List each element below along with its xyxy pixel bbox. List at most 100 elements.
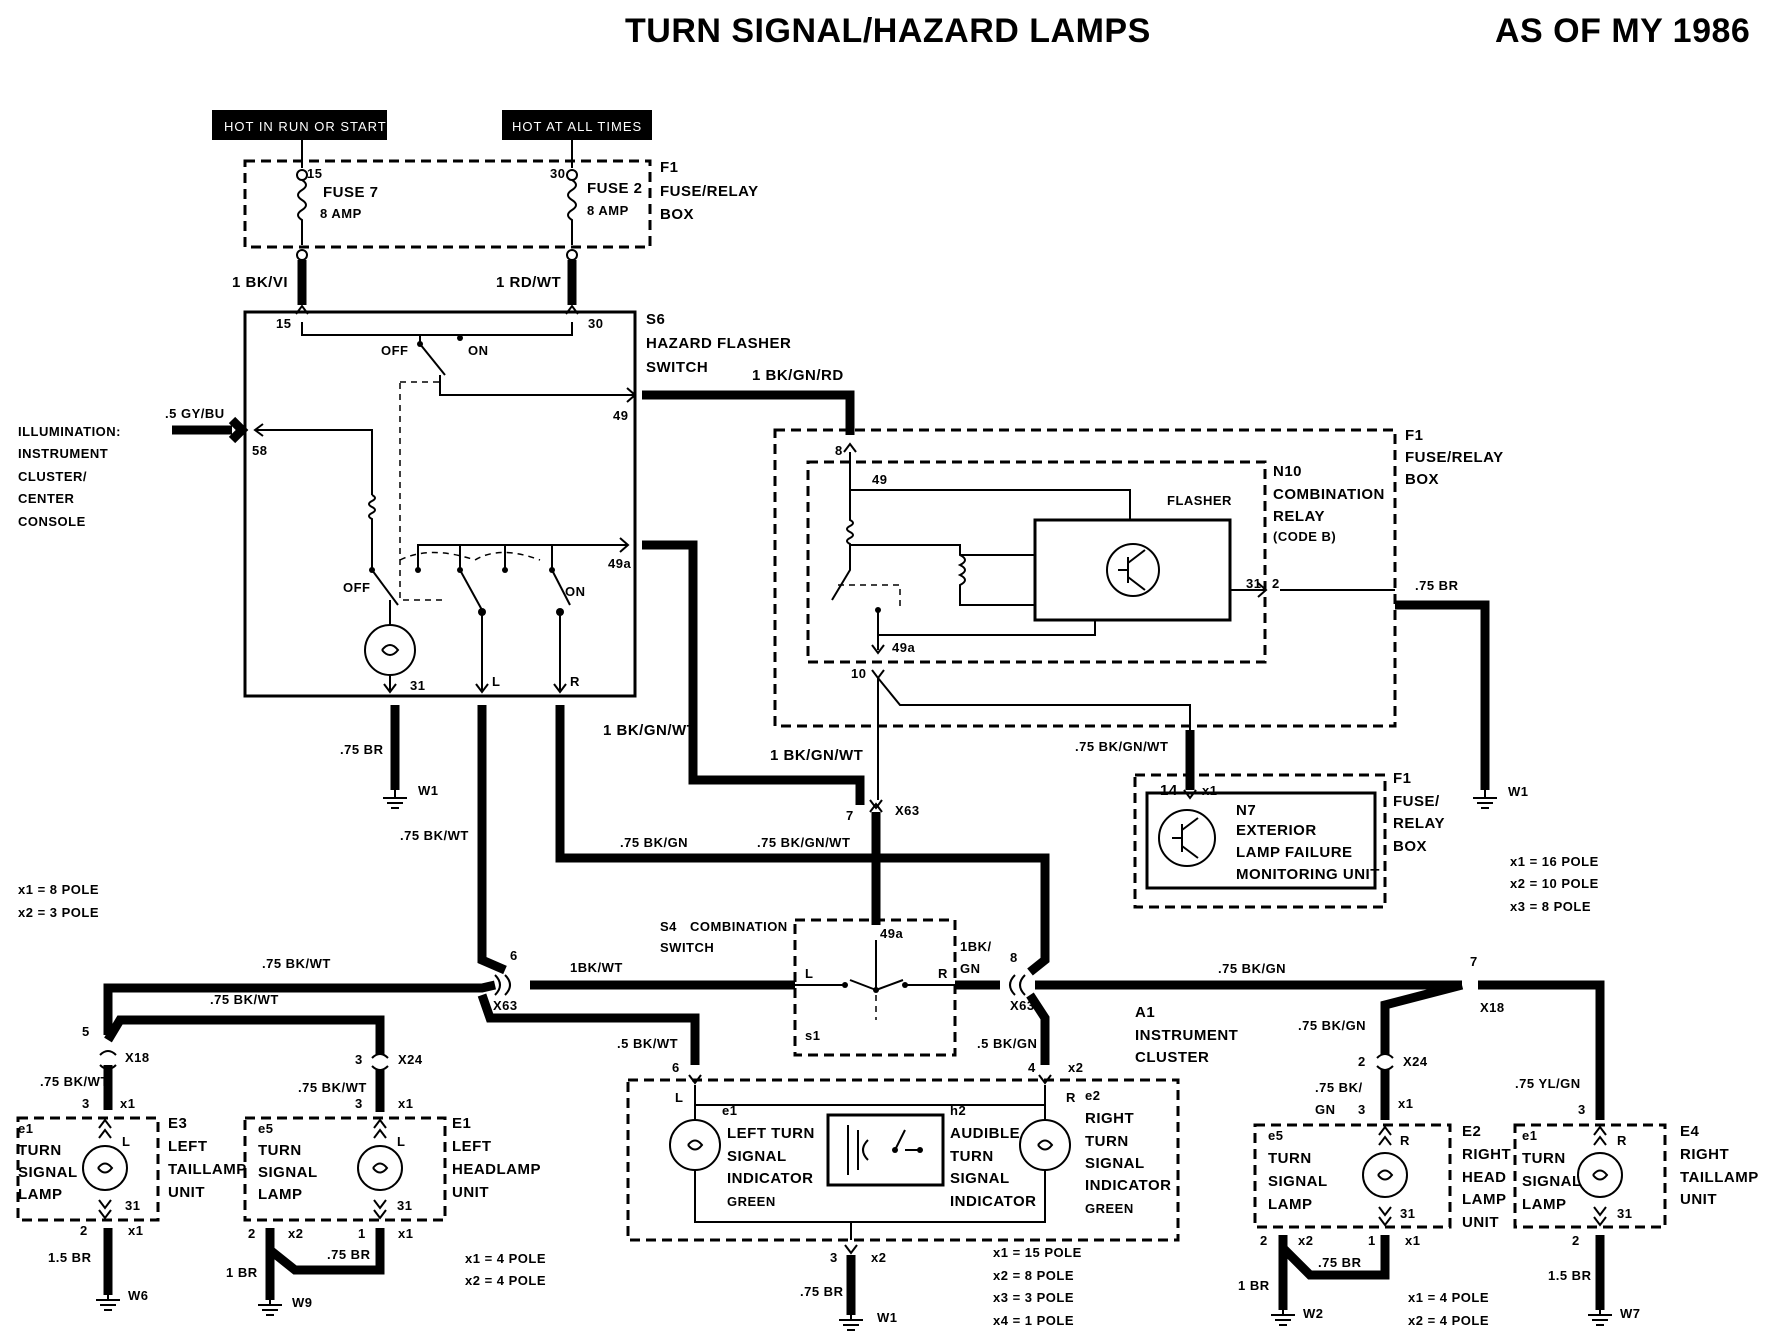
svg-text:UNIT: UNIT [1680,1191,1717,1208]
svg-text:e1: e1 [1522,1128,1537,1143]
ground-icon [258,1300,282,1316]
ground-icon [383,790,407,809]
svg-text:RELAY: RELAY [1273,508,1325,525]
ground-icon [839,1315,863,1331]
svg-text:W1: W1 [418,783,439,798]
svg-text:.75 BK/GN/WT: .75 BK/GN/WT [757,835,850,850]
svg-text:TAILLAMP: TAILLAMP [1680,1169,1759,1186]
f1-top-id: F1 [660,159,679,176]
svg-text:s1: s1 [805,1028,820,1043]
svg-text:R: R [1066,1090,1076,1105]
svg-text:8: 8 [1010,950,1018,965]
svg-text:.75 BR: .75 BR [800,1284,844,1299]
svg-text:2: 2 [1572,1233,1580,1248]
svg-text:SIGNAL: SIGNAL [18,1164,78,1181]
svg-text:e5: e5 [1268,1128,1283,1143]
svg-text:UNIT: UNIT [452,1184,489,1201]
svg-text:4: 4 [1028,1060,1036,1075]
svg-text:x2: x2 [1068,1060,1083,1075]
svg-text:31: 31 [1617,1206,1632,1221]
e4-id: E4 [1680,1123,1700,1140]
header-all-times [502,110,652,140]
svg-text:INDICATOR: INDICATOR [1085,1177,1171,1194]
svg-text:x1 = 4 POLE: x1 = 4 POLE [465,1251,546,1266]
svg-text:W1: W1 [1508,784,1529,799]
e4-right-taillamp-unit [1513,1123,1667,1229]
svg-text:SWITCH: SWITCH [660,940,714,955]
svg-text:8 AMP: 8 AMP [587,203,629,218]
svg-text:BOX: BOX [1393,838,1427,855]
svg-text:INSTRUMENT: INSTRUMENT [1135,1027,1238,1044]
svg-text:x1: x1 [398,1226,413,1241]
svg-text:7: 7 [846,808,854,823]
svg-text:.5 BK/WT: .5 BK/WT [617,1036,678,1051]
svg-text:BOX: BOX [660,206,694,223]
svg-text:LAMP: LAMP [1522,1196,1567,1213]
svg-text:TURN: TURN [1085,1133,1129,1150]
svg-text:TURN: TURN [1268,1150,1312,1167]
svg-text:SIGNAL: SIGNAL [1522,1173,1582,1190]
svg-text:7: 7 [1470,954,1478,969]
svg-text:X63: X63 [895,803,920,818]
svg-text:AUDIBLE: AUDIBLE [950,1125,1020,1142]
n10-combination-relay [806,460,1267,664]
ground-icon [1271,1310,1295,1326]
svg-text:e1: e1 [18,1121,33,1136]
svg-text:2: 2 [248,1226,256,1241]
svg-text:COMBINATION: COMBINATION [1273,486,1385,503]
svg-text:OFF: OFF [381,343,409,358]
svg-text:EXTERIOR: EXTERIOR [1236,822,1317,839]
svg-text:x3 = 3 POLE: x3 = 3 POLE [993,1290,1074,1305]
e2-id: E2 [1462,1123,1481,1140]
svg-text:1 BR: 1 BR [226,1265,258,1280]
svg-text:14: 14 [1160,782,1178,799]
svg-text:.75 BK/WT: .75 BK/WT [210,992,279,1007]
e2-right-headlamp-unit [1253,1123,1452,1229]
svg-text:x1: x1 [1202,783,1217,798]
svg-text:W9: W9 [292,1295,313,1310]
svg-text:x2 = 3 POLE: x2 = 3 POLE [18,905,99,920]
header-run-start-label: HOT IN RUN OR START [224,119,387,134]
svg-text:x1: x1 [1398,1096,1413,1111]
page-title: TURN SIGNAL/HAZARD LAMPS [625,12,1151,50]
header-run-start [212,110,387,140]
svg-text:2: 2 [1272,576,1280,591]
svg-text:W1: W1 [877,1310,898,1325]
svg-text:X63: X63 [493,998,518,1013]
svg-text:ON: ON [468,343,489,358]
svg-text:e1: e1 [722,1103,737,1118]
svg-text:1.5 BR: 1.5 BR [48,1250,92,1265]
svg-text:31: 31 [410,678,425,693]
svg-text:X18: X18 [1480,1000,1505,1015]
svg-text:1 BK/GN/WT: 1 BK/GN/WT [770,747,863,764]
svg-text:X63: X63 [1010,998,1035,1013]
svg-text:30: 30 [550,166,565,181]
svg-text:1: 1 [1368,1233,1376,1248]
svg-text:.75 BK/GN: .75 BK/GN [620,835,688,850]
svg-text:L: L [492,674,500,689]
svg-text:LAMP FAILURE: LAMP FAILURE [1236,844,1353,861]
svg-text:x2: x2 [1298,1233,1313,1248]
e3-lamp-icon [82,1145,128,1191]
svg-text:LEFT: LEFT [168,1138,208,1155]
a1-instrument-cluster [626,1078,1180,1242]
svg-text:x2 = 4 POLE: x2 = 4 POLE [465,1273,546,1288]
a1-buzzer [826,1113,945,1187]
svg-text:TAILLAMP: TAILLAMP [168,1161,247,1178]
svg-text:.75 BK/WT: .75 BK/WT [400,828,469,843]
svg-text:FLASHER: FLASHER [1167,493,1232,508]
svg-text:x2 = 8 POLE: x2 = 8 POLE [993,1268,1074,1283]
s6-hazard-switch [243,310,637,698]
svg-text:R: R [938,966,948,981]
svg-text:HAZARD FLASHER: HAZARD FLASHER [646,335,791,352]
e2-lamp-icon [1362,1152,1408,1198]
svg-text:31: 31 [1400,1206,1415,1221]
a1-left-indicator-icon [669,1119,721,1171]
svg-text:GN: GN [1315,1102,1336,1117]
svg-text:ILLUMINATION:: ILLUMINATION: [18,424,121,439]
svg-text:3: 3 [830,1250,838,1265]
s6-id: S6 [646,311,665,328]
svg-text:31: 31 [397,1198,412,1213]
svg-text:6: 6 [510,948,518,963]
svg-text:RIGHT: RIGHT [1680,1146,1729,1163]
